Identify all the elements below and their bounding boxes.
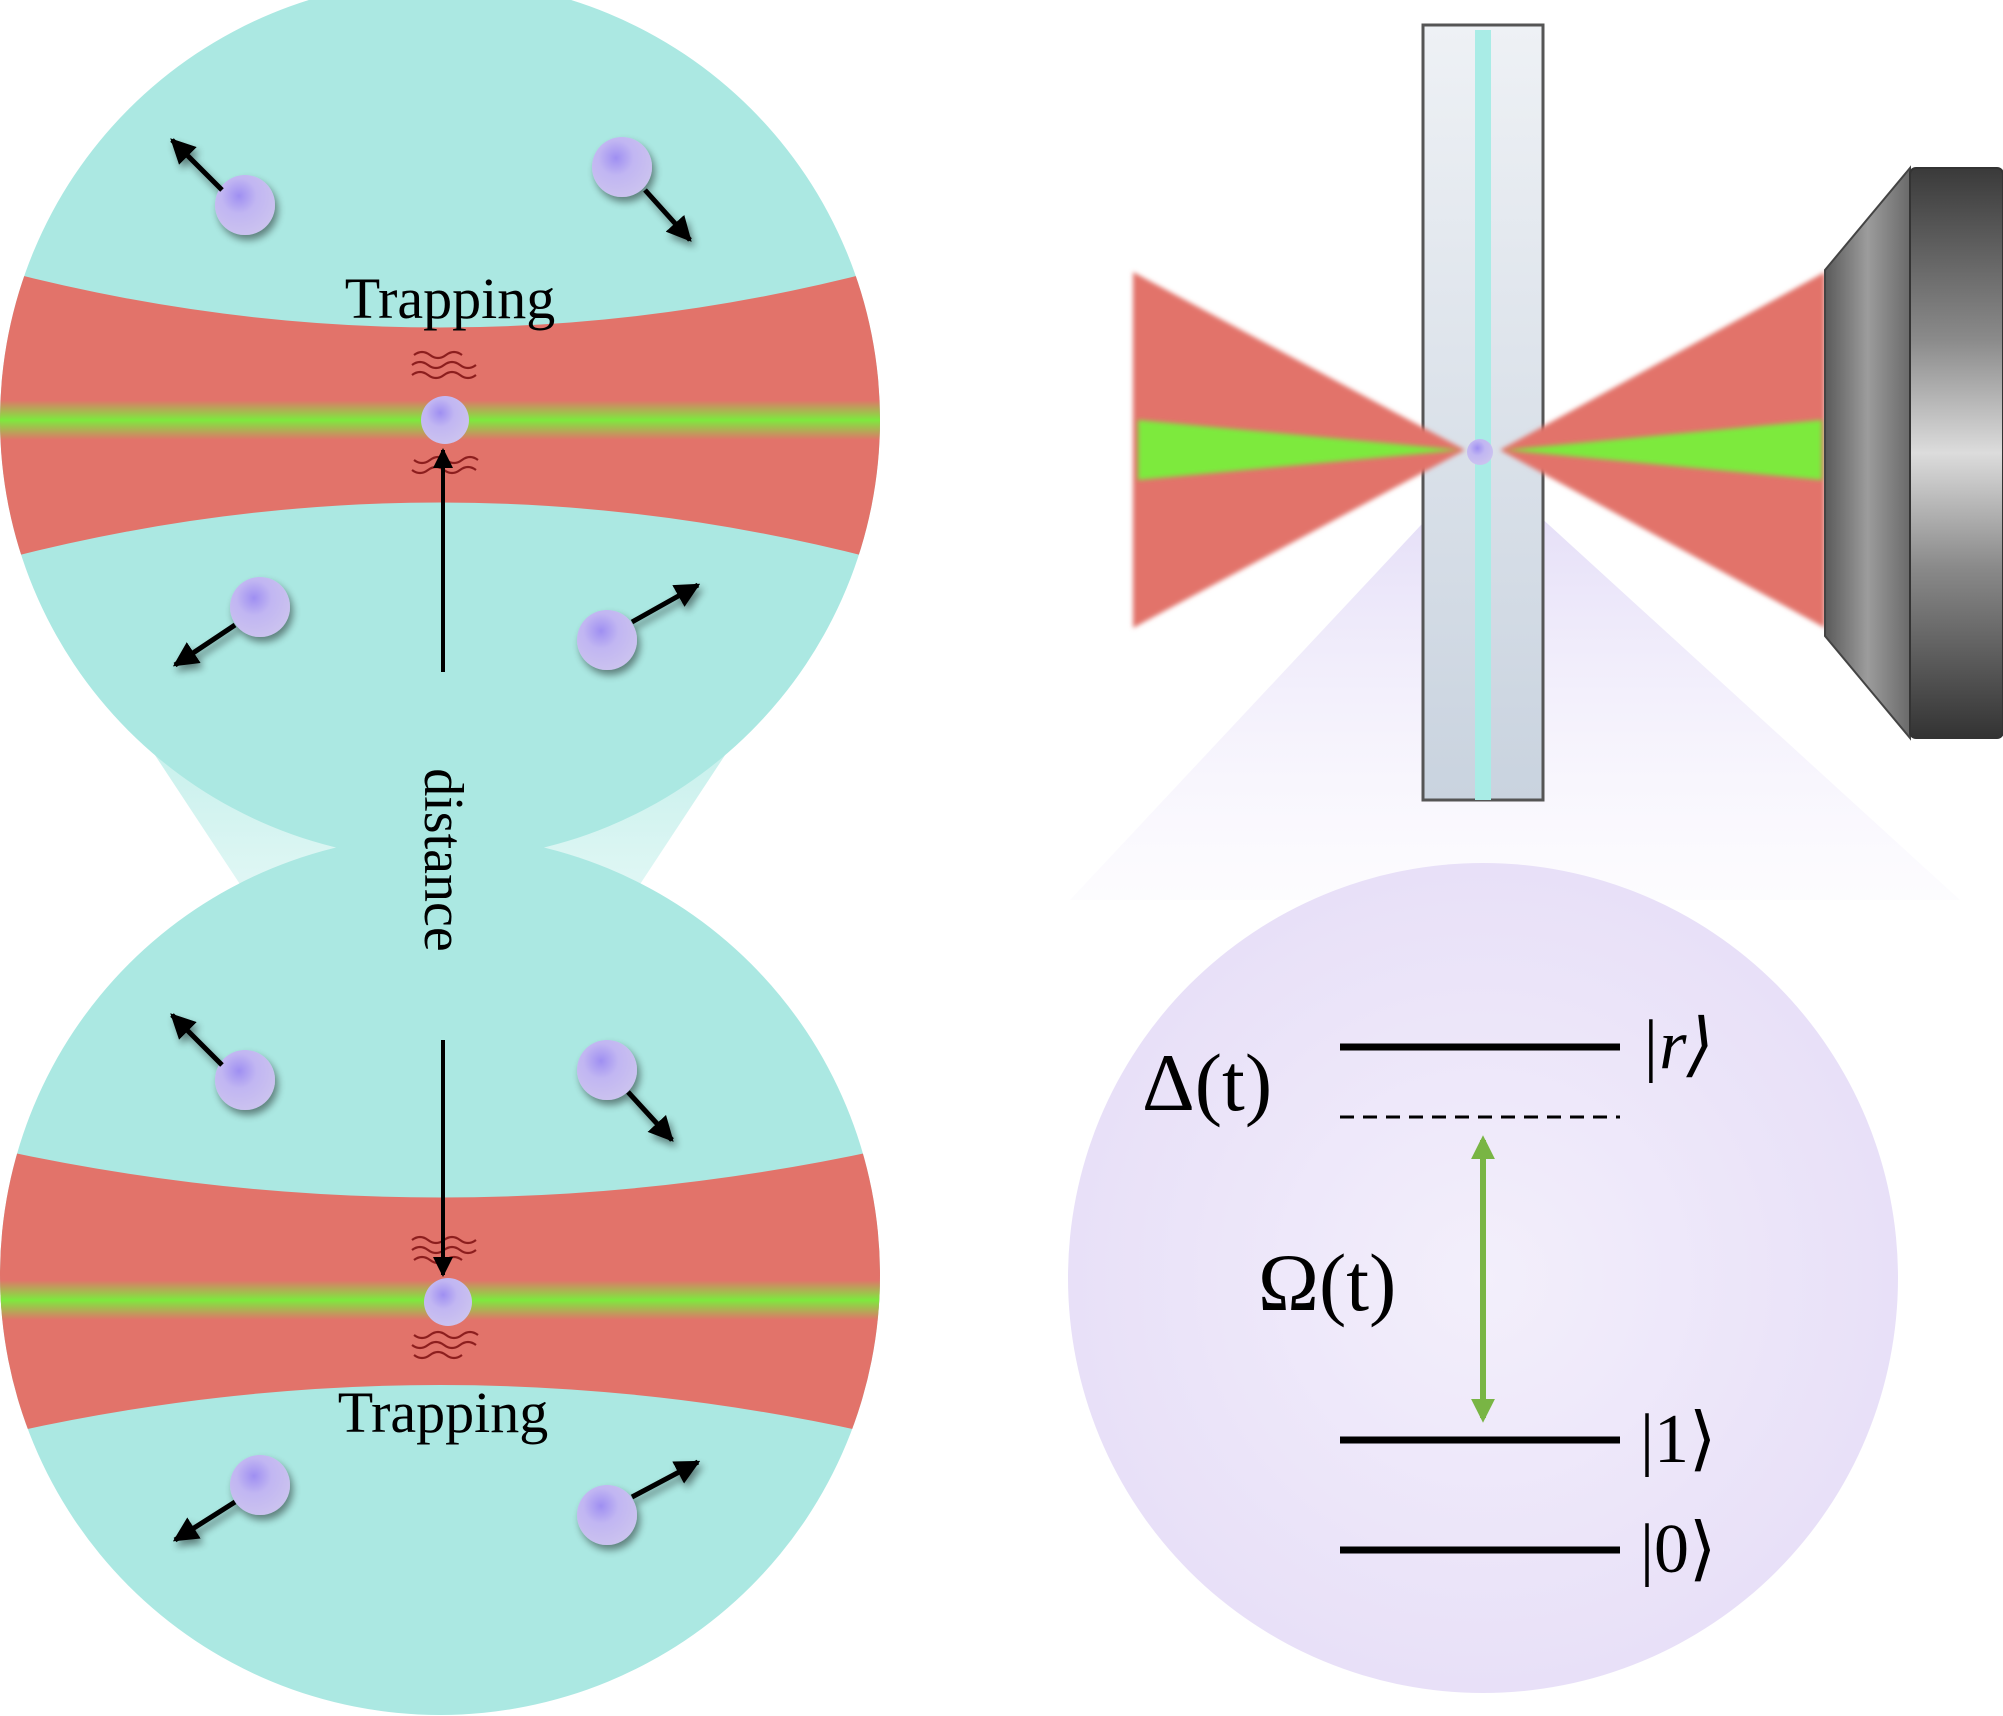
detuning-label: Δ(t) <box>1142 1037 1272 1128</box>
free-atom <box>577 1459 701 1545</box>
free-atom <box>577 1040 674 1142</box>
ket-1-label: |1⟩ <box>1640 1401 1716 1478</box>
free-atom <box>172 1455 290 1543</box>
objective-lens-icon <box>1824 165 2003 741</box>
tweezer-beam-right <box>1500 272 1825 628</box>
free-atom <box>170 1013 275 1110</box>
ket-0-label: |0⟩ <box>1640 1511 1716 1588</box>
free-atom <box>172 577 290 668</box>
distance-label: distance <box>412 768 474 951</box>
trapping-label-bottom: Trapping <box>338 1380 549 1445</box>
trapping-label-top: Trapping <box>345 266 556 331</box>
free-atom <box>170 138 275 235</box>
rabi-frequency-label: Ω(t) <box>1258 1237 1396 1328</box>
ket-r-label: |r⟩ <box>1640 1007 1714 1084</box>
free-atom <box>592 137 692 242</box>
glass-cell-icon <box>1421 23 1545 802</box>
top-trap-sphere: Trapping <box>0 0 880 860</box>
trapped-atom <box>411 350 479 475</box>
tweezer-beam-left <box>1133 272 1465 628</box>
free-atom <box>577 582 701 670</box>
bottom-trap-sphere: Trapping <box>0 835 880 1715</box>
focus-atom <box>1467 439 1493 465</box>
